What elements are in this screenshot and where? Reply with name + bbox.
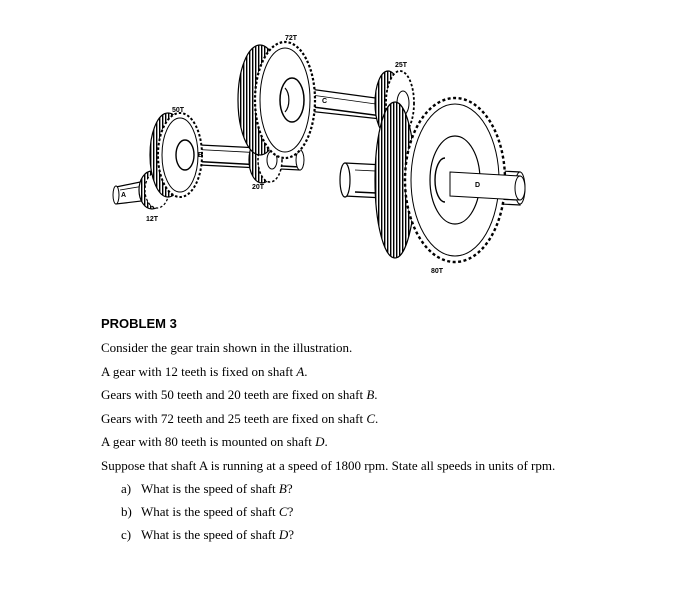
question-marker: b) [121, 504, 132, 519]
problem-line-shaft-a: A gear with 12 teeth is fixed on shaft A… [101, 360, 681, 384]
problem-intro: Consider the gear train shown in the ill… [101, 340, 353, 355]
line-punct: . [304, 363, 308, 379]
question-text: What is the speed of shaft [141, 481, 279, 496]
label-50t: 50T [172, 107, 185, 114]
shaft-variable: C [278, 504, 288, 519]
shaft-variable: A [296, 363, 305, 379]
problem-line-shaft-d: A gear with 80 teeth is mounted on shaft… [101, 430, 681, 454]
line-punct: . [375, 410, 379, 426]
question-marker: c) [121, 527, 132, 542]
line-text: Gears with 72 teeth and 25 teeth are fix… [101, 410, 367, 426]
label-shaft-c: C [322, 98, 327, 105]
shaft-variable: D [278, 527, 289, 542]
question-punct: ? [288, 527, 295, 542]
line-text: A gear with 80 teeth is mounted on shaft [101, 434, 316, 449]
label-72t: 72T [285, 35, 298, 42]
shaft-variable: B [366, 387, 375, 402]
question-punct: ? [287, 504, 294, 519]
question-text: What is the speed of shaft [141, 504, 279, 519]
question-marker: a) [121, 481, 132, 496]
gear-80t [374, 96, 526, 264]
label-shaft-b: B [198, 152, 203, 159]
gear-72t [237, 40, 317, 160]
problem-line-shaft-c: Gears with 72 teeth and 25 teeth are fix… [101, 407, 681, 431]
question-item: c) What is the speed of shaft D? [121, 523, 681, 546]
label-shaft-a: A [121, 192, 126, 199]
label-20t: 20T [252, 184, 265, 191]
problem-text: PROBLEM 3 Consider the gear train shown … [101, 315, 681, 546]
label-12t: 12T [146, 216, 159, 223]
shaft-variable: C [366, 410, 375, 426]
line-text: Gears with 50 teeth and 20 teeth are fix… [101, 387, 367, 402]
line-text: A gear with 12 teeth is fixed on shaft [101, 363, 297, 379]
gear-50t [149, 112, 203, 198]
question-punct: ? [286, 481, 293, 496]
problem-line-shaft-b: Gears with 50 teeth and 20 teeth are fix… [101, 383, 681, 407]
shaft-variable: D [315, 434, 325, 449]
question-text: What is the speed of shaft [141, 527, 279, 542]
question-item: b) What is the speed of shaft C? [121, 500, 681, 523]
gear-train-illustration: 12T 50T 20T 72T 25T 80T A B C D [112, 35, 526, 275]
question-item: a) What is the speed of shaft B? [121, 477, 681, 500]
label-80t: 80T [431, 268, 444, 275]
line-punct: . [324, 434, 328, 449]
question-list: a) What is the speed of shaft B? b) What i… [101, 477, 681, 546]
problem-statement: Suppose that shaft A is running at a spe… [101, 457, 556, 473]
label-25t: 25T [395, 62, 408, 69]
label-shaft-d: D [475, 182, 480, 189]
problem-title: PROBLEM 3 [101, 316, 177, 331]
shaft-variable: B [278, 481, 287, 496]
line-punct: . [374, 387, 378, 402]
